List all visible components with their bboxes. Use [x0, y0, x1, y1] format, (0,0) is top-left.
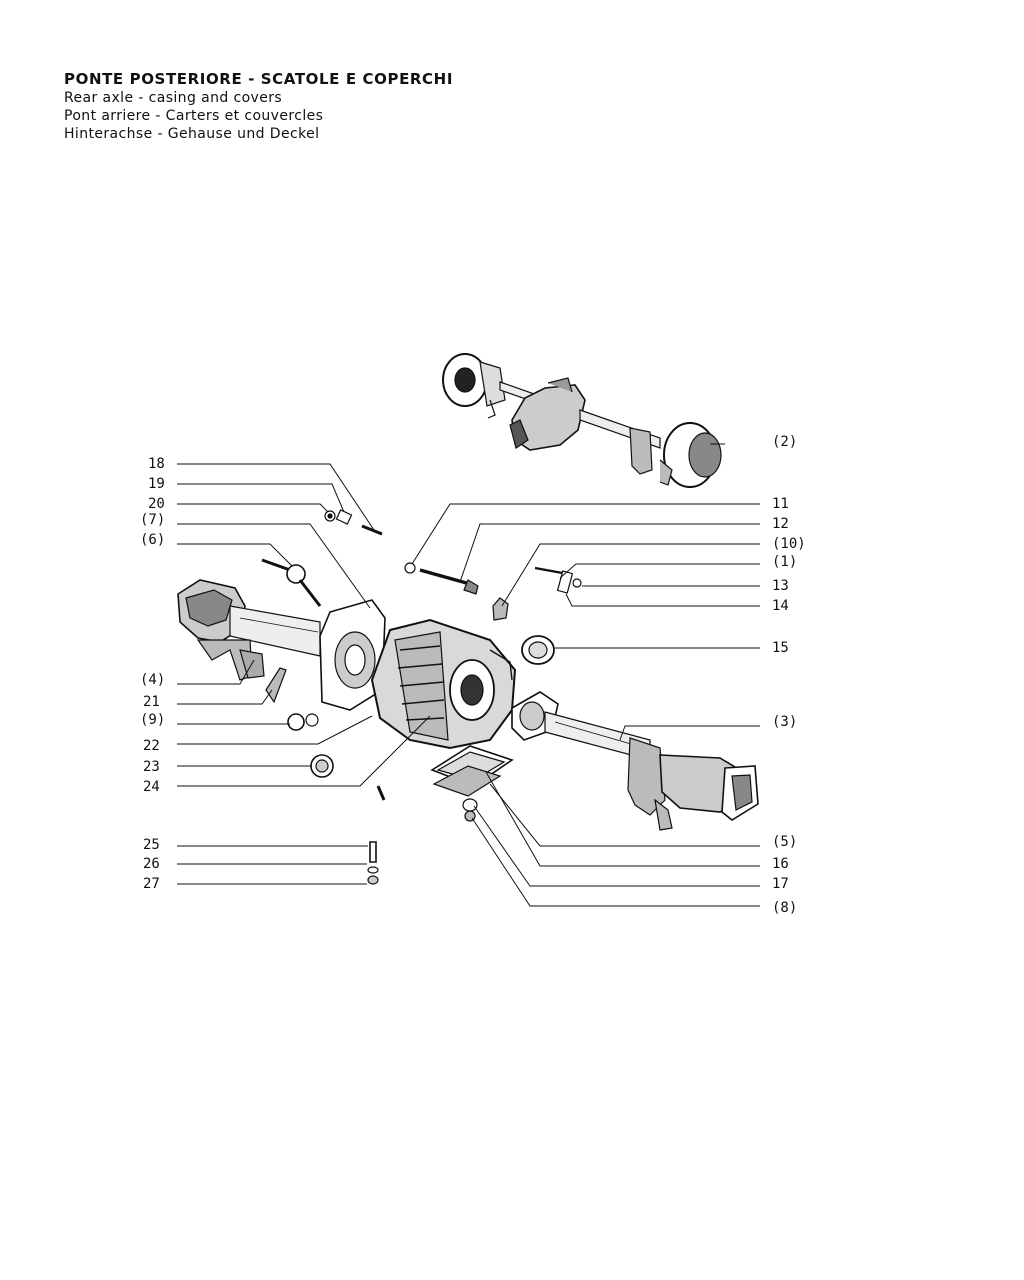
callout-20: 20 [148, 496, 165, 512]
callout-13: 13 [772, 578, 789, 594]
callout-labels-right: (2) 11 12 (10) (1) 13 14 15 (3) (5) 16 1… [772, 434, 806, 916]
callout-21: 21 [143, 694, 160, 710]
assembled-rear-axle [442, 353, 722, 488]
callout-6: (6) [140, 532, 165, 548]
callout-25: 25 [143, 837, 160, 853]
page-header: PONTE POSTERIORE - SCATOLE E COPERCHI Re… [64, 70, 584, 143]
leader-lines [177, 443, 760, 907]
callout-8: (8) [772, 900, 797, 916]
title-french: Pont arriere - Carters et couvercles [64, 108, 324, 124]
callout-19: 19 [148, 476, 165, 492]
callout-labels-left: 18 19 20 (7) (6) (4) 21 (9) 22 23 24 25 … [140, 456, 165, 892]
callout-4: (4) [140, 672, 165, 688]
callout-18: 18 [148, 456, 165, 472]
callout-2: (2) [772, 434, 797, 450]
right-axle-tube [511, 691, 759, 831]
callout-26: 26 [143, 856, 160, 872]
callout-7: (7) [140, 512, 165, 528]
callout-1: (1) [772, 554, 797, 570]
differential-casing [370, 618, 517, 750]
loose-parts [261, 509, 582, 885]
callout-16: 16 [772, 856, 789, 872]
title-italian: PONTE POSTERIORE - SCATOLE E COPERCHI [64, 70, 454, 88]
callout-3: (3) [772, 714, 797, 730]
left-axle-tube [177, 579, 321, 681]
callout-14: 14 [772, 598, 789, 614]
title-english: Rear axle - casing and covers [64, 90, 283, 106]
callout-23: 23 [143, 759, 160, 775]
title-german: Hinterachse - Gehause und Deckel [64, 126, 320, 142]
callout-12: 12 [772, 516, 789, 532]
callout-9: (9) [140, 712, 165, 728]
callout-11: 11 [772, 496, 789, 512]
callout-22: 22 [143, 738, 160, 754]
callout-5: (5) [772, 834, 797, 850]
callout-10: (10) [772, 536, 806, 552]
callout-24: 24 [143, 779, 160, 795]
callout-17: 17 [772, 876, 789, 892]
callout-27: 27 [143, 876, 160, 892]
left-cover-plate [319, 599, 386, 711]
callout-15: 15 [772, 640, 789, 656]
